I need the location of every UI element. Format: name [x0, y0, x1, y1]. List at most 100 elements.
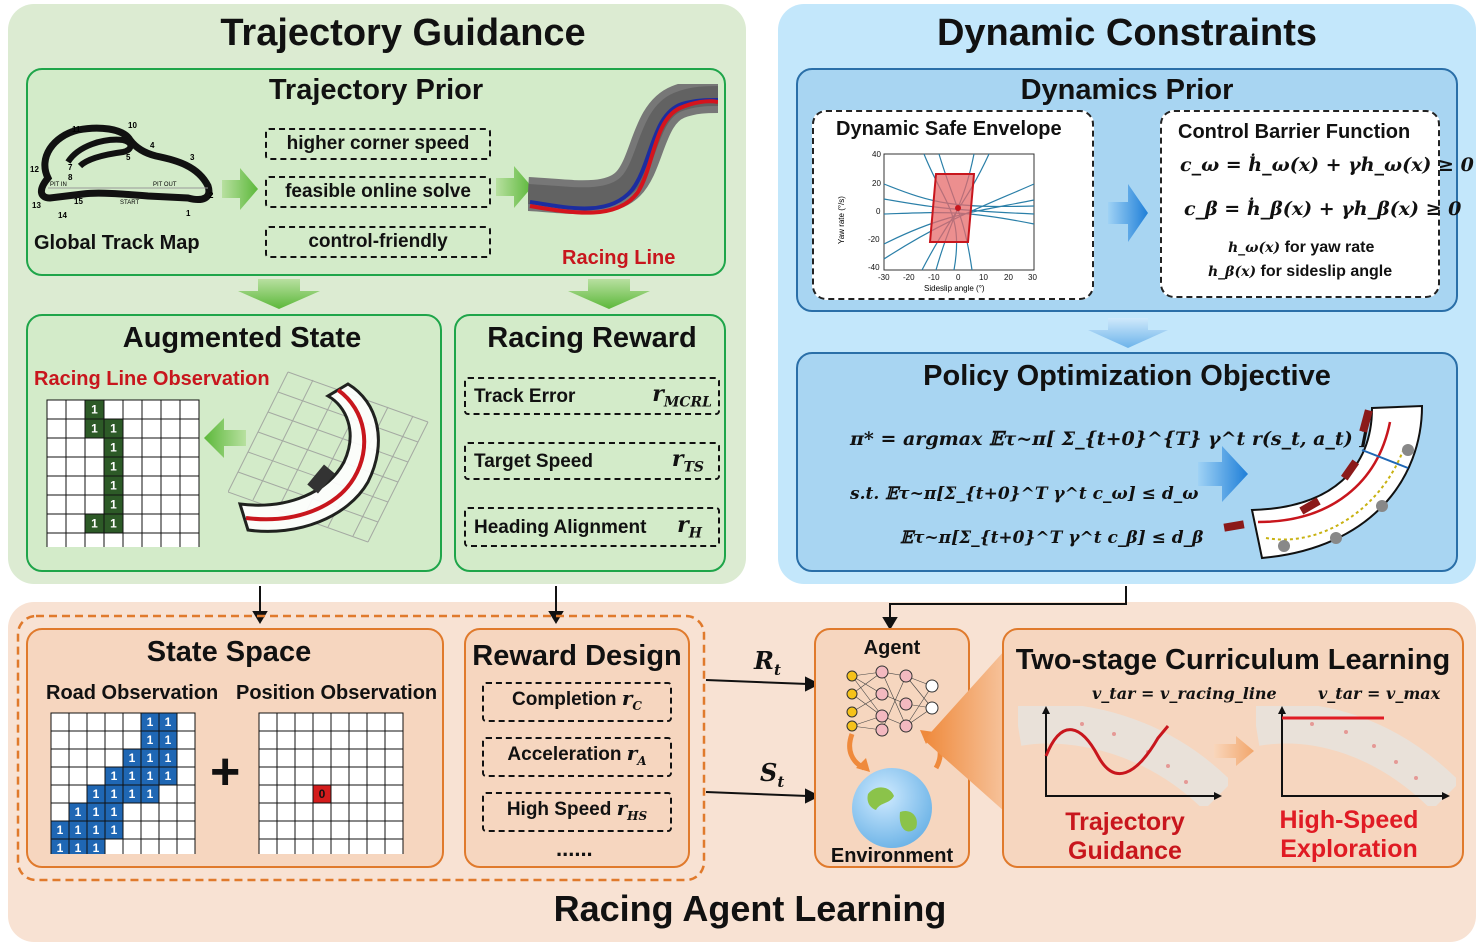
grid-cell [294, 802, 314, 822]
grid-cell [176, 712, 196, 732]
grid-cell-value: 1 [93, 841, 100, 854]
racing-line-observation-label: Racing Line Observation [34, 368, 270, 390]
grid-cell [312, 748, 332, 768]
grid-cell [86, 748, 106, 768]
trajectory-prior-title: Trajectory Prior [268, 74, 484, 106]
grid-cell [86, 712, 106, 732]
cbf-note-beta: h_β(x) for sideslip angle [1208, 263, 1393, 280]
grid-cell-value: 1 [129, 769, 136, 783]
grid-cell [384, 838, 404, 854]
envelope-ylabel: Yaw rate (°/s) [837, 196, 846, 244]
svg-text:3: 3 [190, 153, 195, 162]
grid-cell [330, 838, 350, 854]
grid-cell [384, 712, 404, 732]
environment-label: Environment [830, 845, 954, 867]
grid-cell [258, 784, 278, 804]
envelope-xticks: -30 -20 -10 0 10 20 30 [878, 273, 1037, 282]
stage1-speed-plot [1018, 706, 1228, 806]
grid-cell [140, 838, 160, 854]
grid-cell [366, 766, 386, 786]
grid-cell [104, 730, 124, 750]
grid-cell [276, 712, 296, 732]
reward-heading-alignment: Heading Alignment rH [464, 507, 720, 547]
grid-cell [176, 784, 196, 804]
grid-cell [294, 730, 314, 750]
reward-design-box [464, 628, 690, 868]
grid-cell [366, 802, 386, 822]
grid-cell [68, 748, 88, 768]
dynamic-constraints-title: Dynamic Constraints [936, 12, 1318, 54]
grid-cell [348, 712, 368, 732]
grid-cell [176, 820, 196, 840]
state-space-title: State Space [146, 636, 312, 668]
svg-text:-30: -30 [878, 273, 890, 282]
grid-cell [122, 712, 142, 732]
grid-cell [330, 712, 350, 732]
grid-cell [312, 802, 332, 822]
grid-cell [258, 838, 278, 854]
svg-text:-20: -20 [868, 235, 880, 244]
feature-feasible-online-solve: feasible online solve [265, 176, 491, 208]
grid-cell [348, 766, 368, 786]
grid-cell [176, 766, 196, 786]
stage2-equation: v_tar = v_max [1318, 684, 1441, 703]
grid-cell [104, 838, 124, 854]
grid-cell [50, 730, 70, 750]
grid-cell-value: 1 [110, 479, 117, 493]
grid-cell-value: 1 [91, 403, 98, 417]
grid-cell [276, 748, 296, 768]
position-observation-grid: 0 [258, 712, 404, 854]
grid-cell-value: 1 [75, 841, 82, 854]
grid-cell-value: 1 [129, 787, 136, 801]
grid-cell [68, 730, 88, 750]
grid-cell [348, 748, 368, 768]
agent-label: Agent [863, 637, 921, 659]
svg-text:13: 13 [32, 201, 41, 210]
feature-higher-corner-speed: higher corner speed [265, 128, 491, 160]
augmented-state-title: Augmented State [122, 322, 362, 354]
stage2-speed-plot [1256, 706, 1456, 806]
grid-cell [86, 766, 106, 786]
pit-out-label: PIT OUT [153, 182, 177, 188]
grid-cell-value: 1 [165, 733, 172, 747]
svg-text:12: 12 [30, 165, 39, 174]
grid-cell-value: 1 [165, 751, 172, 765]
grid-cell-value: 1 [111, 823, 118, 837]
svg-text:4: 4 [150, 141, 155, 150]
grid-cell [312, 838, 332, 854]
svg-text:8: 8 [68, 173, 73, 182]
svg-text:14: 14 [58, 211, 67, 220]
grid-cell [276, 820, 296, 840]
grid-cell [348, 820, 368, 840]
grid-cell [158, 784, 178, 804]
grid-cell [158, 802, 178, 822]
grid-cell [50, 802, 70, 822]
position-observation-label: Position Observation [236, 682, 438, 704]
grid-cell-value: 1 [110, 460, 117, 474]
grid-cell [294, 712, 314, 732]
grid-cell-value: 1 [147, 787, 154, 801]
grid-cell [330, 748, 350, 768]
grid-cell [294, 766, 314, 786]
grid-cell [348, 730, 368, 750]
grid-cell-value: 0 [319, 787, 326, 801]
svg-text:10: 10 [128, 121, 137, 130]
grid-cell [176, 802, 196, 822]
grid-cell [176, 730, 196, 750]
track-corner-numbers: 1 2 3 4 5 7 8 10 11 12 13 14 15 [30, 121, 214, 220]
grid-cell [122, 838, 142, 854]
grid-cell [176, 748, 196, 768]
grid-cell-value: 1 [110, 422, 117, 436]
grid-cell [258, 766, 278, 786]
reward-signal-label: Rt [754, 646, 781, 679]
svg-text:15: 15 [74, 197, 83, 206]
grid-cell [68, 784, 88, 804]
grid-cell [50, 766, 70, 786]
svg-text:10: 10 [979, 273, 988, 282]
grid-cell [330, 802, 350, 822]
plus-sign: + [210, 743, 241, 801]
svg-text:20: 20 [872, 179, 881, 188]
grid-cell-value: 1 [165, 715, 172, 729]
svg-text:5: 5 [126, 153, 131, 162]
